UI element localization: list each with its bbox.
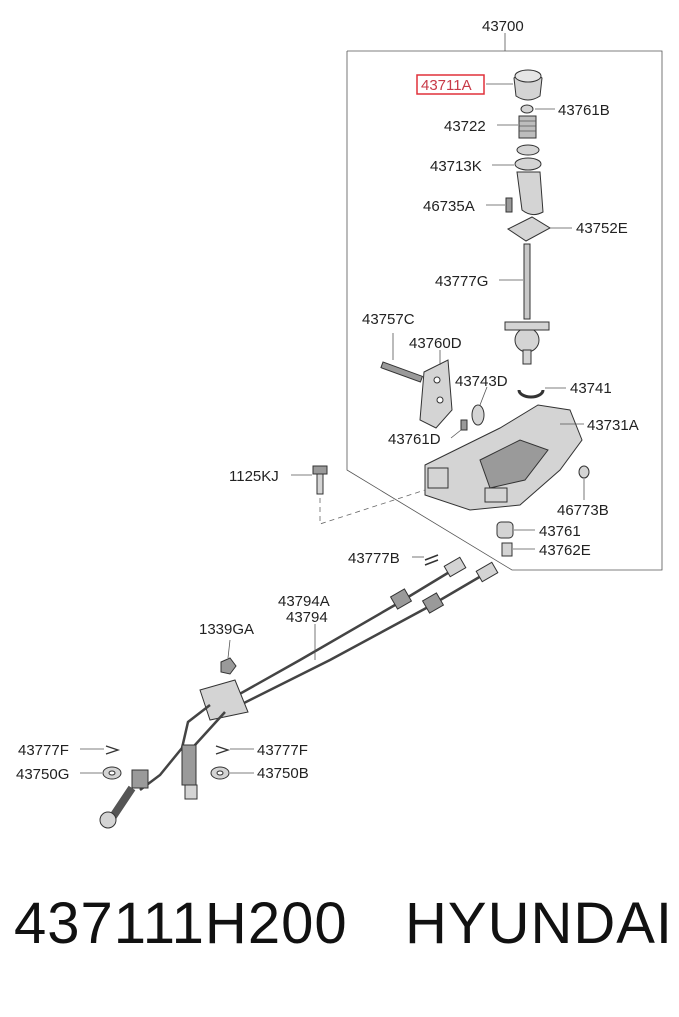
part-label-43794[interactable]: 43794 (286, 609, 328, 626)
part-label-43761D[interactable]: 43761D (388, 431, 441, 448)
part-label-43757C[interactable]: 43757C (362, 311, 415, 328)
footer-brand: HYUNDAI (405, 891, 674, 956)
ring-43761B (520, 104, 534, 114)
bracket-43760D (419, 359, 453, 429)
lever-43777G (504, 243, 550, 365)
part-label-43777B[interactable]: 43777B (348, 550, 400, 567)
part-label-43777G[interactable]: 43777G (435, 273, 488, 290)
spring-43743D (471, 404, 485, 426)
clip-43777F-right (215, 745, 231, 755)
part-label-43713K[interactable]: 43713K (430, 158, 482, 175)
footer-part-number: 437111H200 (14, 891, 348, 956)
housing-43731A (424, 404, 583, 511)
part-label-43752E[interactable]: 43752E (576, 220, 628, 237)
clip-43777B (424, 554, 439, 566)
bolt-46735A (505, 197, 513, 213)
part-label-46735A[interactable]: 46735A (423, 198, 475, 215)
assembly-label: 43700 (482, 18, 524, 35)
part-label-43762E[interactable]: 43762E (539, 542, 591, 559)
assembly-outline (346, 33, 663, 571)
part-label-43794A[interactable]: 43794A (278, 593, 330, 610)
nut-1339GA (220, 657, 237, 675)
part-label-43777F-right[interactable]: 43777F (257, 742, 308, 759)
part-label-43760D[interactable]: 43760D (409, 335, 462, 352)
shift-knob[interactable] (513, 69, 543, 101)
washer-43750B (210, 766, 230, 780)
part-label-43761B[interactable]: 43761B (558, 102, 610, 119)
part-label-43743D[interactable]: 43743D (455, 373, 508, 390)
pin-43761D (460, 419, 468, 431)
part-label-43731A[interactable]: 43731A (587, 417, 639, 434)
clip-43741 (517, 389, 545, 399)
parts-diagram: 43700 43711A 43761B 43722 43713K 46735A … (16, 18, 663, 829)
part-label-43777F-left[interactable]: 43777F (18, 742, 69, 759)
part-label-1339GA[interactable]: 1339GA (199, 621, 254, 638)
part-label-43722[interactable]: 43722 (444, 118, 486, 135)
clip-43777F-left (105, 745, 121, 755)
sleeve-43762E (501, 542, 513, 557)
part-label-43750G[interactable]: 43750G (16, 766, 69, 783)
spring-43722 (518, 115, 537, 139)
plate-43752E (507, 216, 552, 242)
bushing-43761 (496, 521, 514, 539)
bolt-1125KJ (312, 465, 328, 495)
washer-46773B (578, 465, 590, 479)
shift-cables (99, 556, 499, 829)
boot-43713K (514, 144, 544, 216)
bolt-43757C (380, 361, 424, 383)
part-label-1125KJ[interactable]: 1125KJ (229, 468, 279, 485)
part-label-43761[interactable]: 43761 (539, 523, 581, 540)
part-label-46773B[interactable]: 46773B (557, 502, 609, 519)
highlight-box (416, 74, 485, 95)
part-label-43711A[interactable]: 43711A (421, 77, 472, 94)
part-label-43750B[interactable]: 43750B (257, 765, 309, 782)
washer-43750G (102, 766, 122, 780)
part-label-43741[interactable]: 43741 (570, 380, 612, 397)
